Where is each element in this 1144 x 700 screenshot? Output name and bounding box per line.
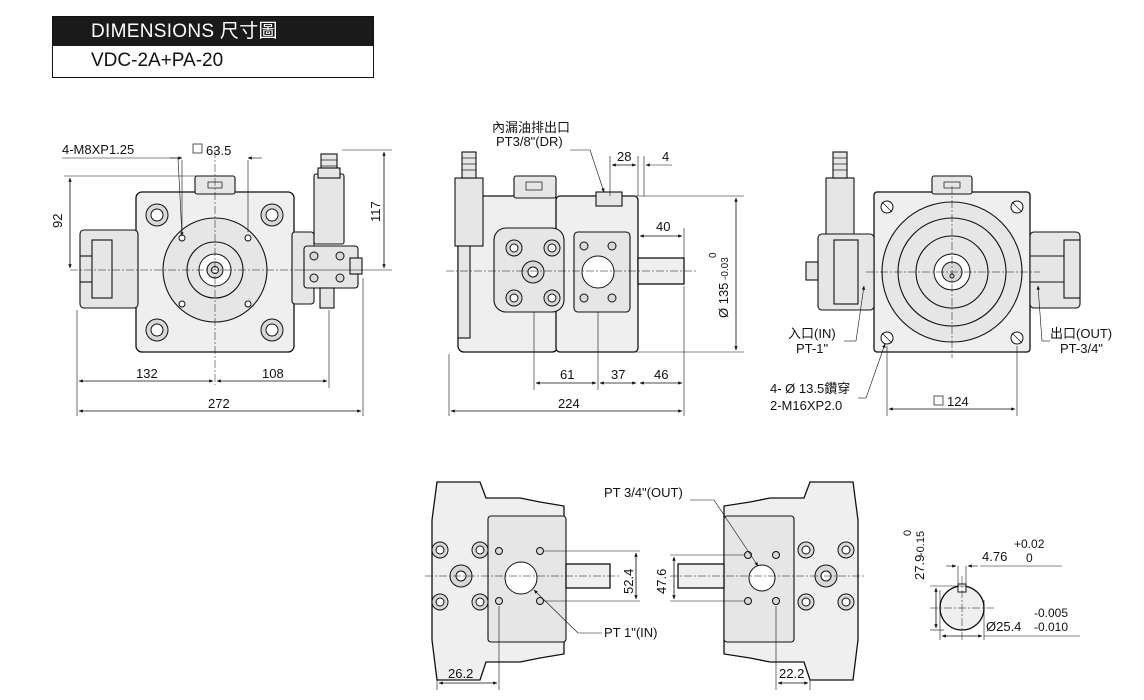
rear-corner-holes [880,200,1024,345]
side-dia-135: Ø 135 [716,283,731,318]
shaft-key-width: 4.76 [982,549,1007,564]
front-view: 4-M8XP1.25 63.5 92 117 132 108 272 [50,142,392,416]
rear-square-label: 124 [947,394,969,409]
front-inlet-plate [91,239,113,299]
rear-view: 入口(IN) PT-1" 出口(OUT) PT-3/4" 4- Ø 13.5鑽穿… [770,151,1112,416]
shaft-tol-b: -0.010 [1034,620,1068,634]
side-top-boss [513,175,557,199]
regulator-column [313,173,345,245]
bottom-dim-52-4: 52.4 [621,569,636,594]
drain-label: 內漏油排出口 [492,120,570,135]
bottom-view-right: 47.6 22.2 [654,481,866,690]
bottom-dim-47-6: 47.6 [654,569,669,594]
side-dim-37: 37 [611,367,625,382]
shaft-tol-a: -0.005 [1034,606,1068,620]
front-thread-label: 4-M8XP1.25 [62,142,134,157]
hole-label: 4- Ø 13.5鑽穿 [770,381,850,396]
side-dim-46: 46 [654,367,668,382]
hole-thread-label: 2-M16XP2.0 [770,398,842,413]
inlet-label: 入口(IN) [788,326,836,341]
shaft-key-height: 27.9 [912,555,927,580]
front-dim-272: 272 [208,396,230,411]
bottom-out-port: PT 3/4"(OUT) [604,485,683,500]
shaft-key-width-tol-b: 0 [1026,551,1033,565]
drain-port-label: PT3/8"(DR) [496,134,563,149]
shaft-key-width-tol-a: +0.02 [1014,537,1045,551]
bottom-view-left: 52.4 26.2 [425,481,640,690]
side-regulator [454,177,484,247]
front-dim-108: 108 [262,366,284,381]
front-height-117: 117 [368,201,383,222]
shaft-key-tol-b: -0.15 [915,531,927,556]
side-dim-4: 4 [662,149,669,164]
front-corner-bolts [145,203,284,342]
side-dim-61: 61 [560,367,574,382]
outlet-label: 出口(OUT) [1050,326,1112,341]
bottom-dim-22-2: 22.2 [779,666,804,681]
side-view: 內漏油排出口 PT3/8"(DR) 28 4 40 Ø 135 0 -0.03 [446,120,744,416]
bottom-in-port: PT 1"(IN) [604,625,658,640]
title-heading: DIMENSIONS 尺寸圖 [53,17,373,46]
bottom-dim-26-2: 26.2 [448,666,473,681]
side-dim-224: 224 [558,396,580,411]
outlet-port-label: PT-3/4" [1060,341,1103,356]
side-dim-40: 40 [656,219,670,234]
side-tol-0: 0 [708,252,719,258]
side-dim-28: 28 [617,149,631,164]
model-number: VDC-2A+PA-20 [91,50,224,71]
front-square-label: 63.5 [206,143,231,158]
side-tol-neg: -0.03 [720,257,731,280]
front-dim-132: 132 [136,366,158,381]
title-block: DIMENSIONS 尺寸圖 VDC-2A+PA-20 [52,16,374,78]
shaft-key-detail: 27.9 0 -0.15 4.76 +0.02 0 Ø25.4 -0.005 -… [902,530,1080,640]
front-height-92: 92 [50,214,65,228]
inlet-port-label: PT-1" [796,341,828,356]
drain-port [595,191,623,207]
shaft-diameter: Ø25.4 [986,619,1021,634]
shaft-key-tol-a: 0 [902,530,914,536]
